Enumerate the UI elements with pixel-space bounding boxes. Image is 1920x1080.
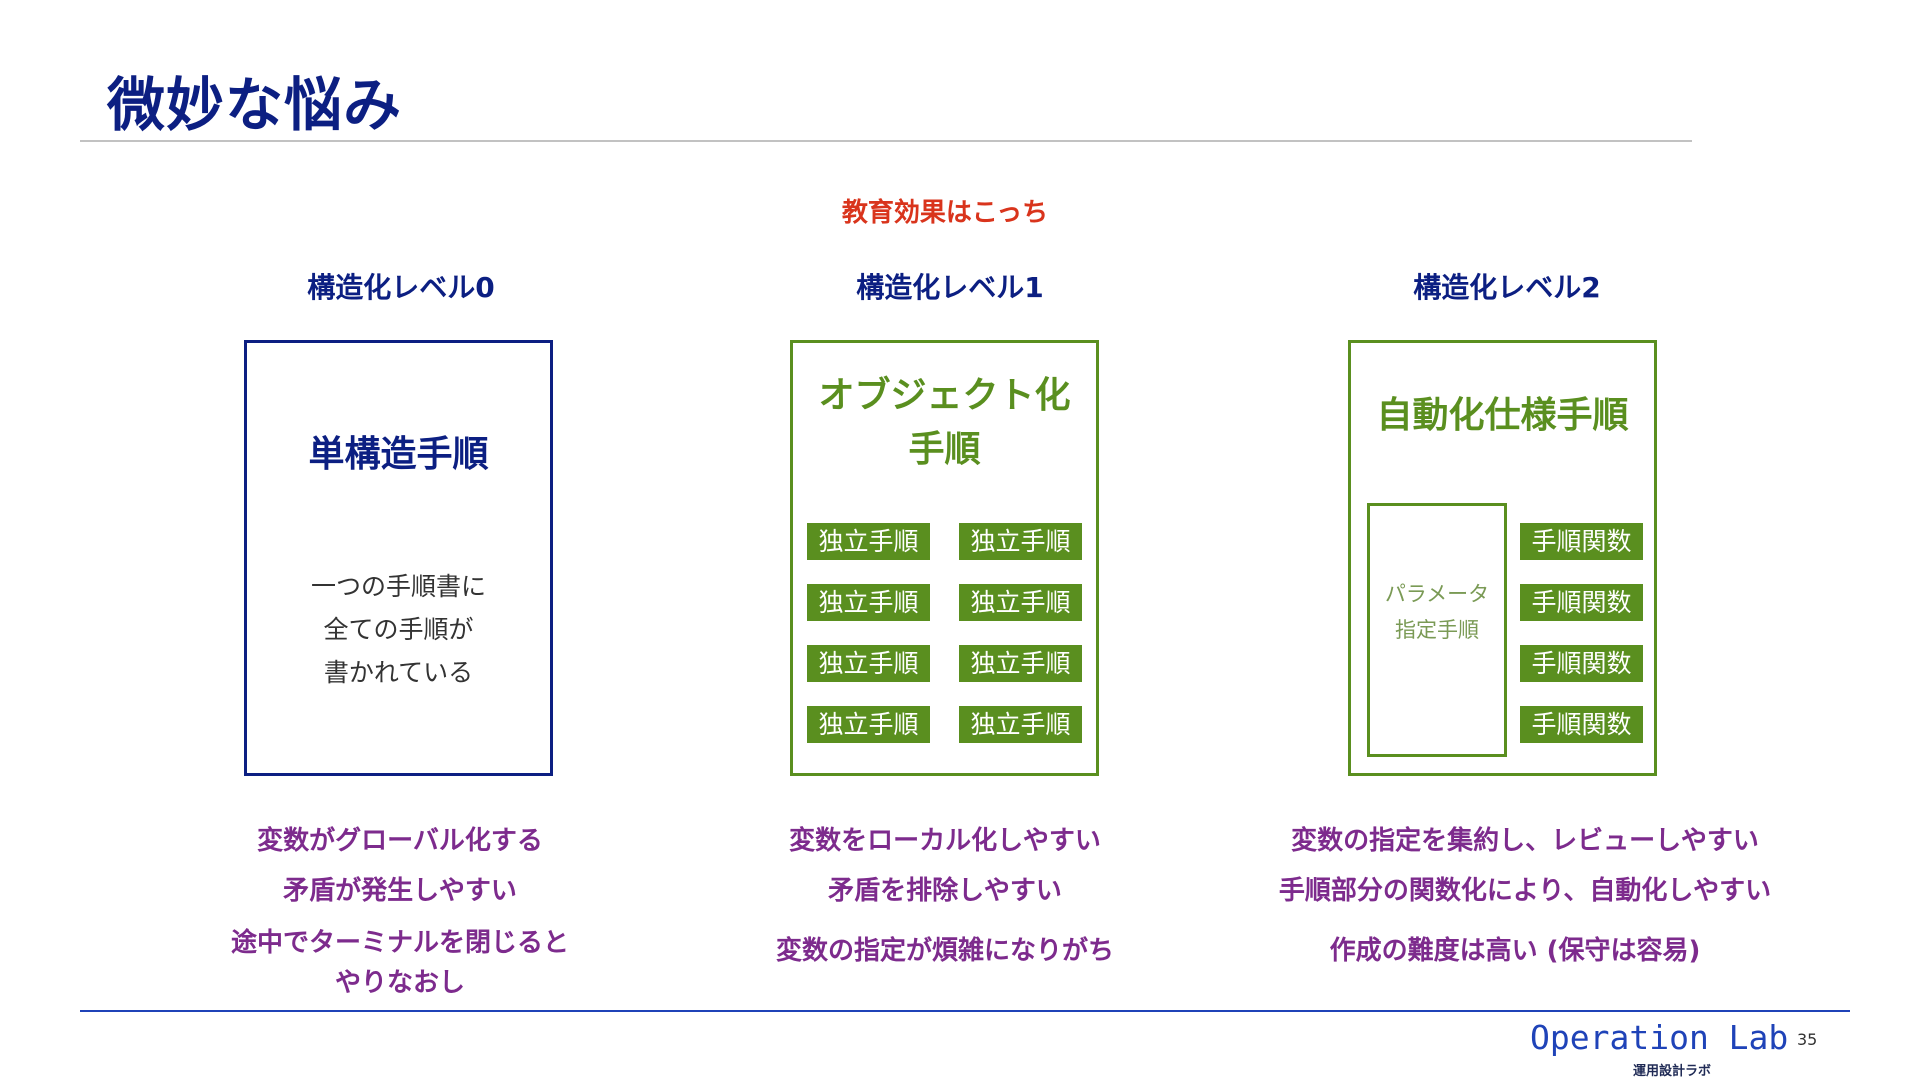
slide-title: 微妙な悩み [107, 71, 403, 139]
level1-box: オブジェクト化 手順 独立手順 独立手順 独立手順 独立手順 独立手順 独立手順… [790, 340, 1099, 776]
title-divider [80, 140, 1692, 142]
footer-divider [80, 1010, 1850, 1012]
level0-box-title: 単構造手順 [308, 434, 489, 475]
independent-procedure-chip: 独立手順 [807, 523, 930, 560]
independent-procedure-chip: 独立手順 [807, 584, 930, 621]
level2-note: 手順部分の関数化により、自動化しやすい [1278, 876, 1772, 906]
independent-procedure-chip: 独立手順 [959, 523, 1082, 560]
independent-procedure-chip: 独立手順 [959, 645, 1082, 682]
description-line: 書かれている [323, 658, 474, 687]
level0-note: 途中でターミナルを閉じると [230, 928, 569, 958]
procedure-function-chip: 手順関数 [1520, 706, 1643, 743]
description-line: 全ての手順が [323, 615, 474, 644]
box-title-line: オブジェクト化 [818, 375, 1071, 416]
procedure-function-chip: 手順関数 [1520, 523, 1643, 560]
level2-box: 自動化仕様手順 パラメータ 指定手順 手順関数 手順関数 手順関数 手順関数 [1348, 340, 1657, 776]
param-line: パラメータ [1384, 582, 1490, 606]
level2-note: 変数の指定を集約し、レビューしやすい [1291, 826, 1759, 856]
level2-box-title: 自動化仕様手順 [1376, 395, 1629, 436]
level0-note: 矛盾が発生しやすい [283, 876, 517, 906]
column-heading-level1: 構造化レベル1 [856, 271, 1044, 304]
education-effect-label: 教育効果はこっち [841, 198, 1049, 228]
parameter-procedure-text: パラメータ 指定手順 [1370, 576, 1504, 648]
independent-procedure-chip: 独立手順 [959, 706, 1082, 743]
parameter-procedure-box: パラメータ 指定手順 [1367, 503, 1507, 757]
level0-box: 単構造手順 一つの手順書に 全ての手順が 書かれている [244, 340, 553, 776]
level1-box-title: オブジェクト化 手順 [793, 369, 1096, 477]
level0-description: 一つの手順書に 全ての手順が 書かれている [247, 565, 550, 694]
independent-procedure-chip: 独立手順 [807, 706, 930, 743]
brand-subtitle: 運用設計ラボ [1632, 1064, 1711, 1079]
level1-note: 変数をローカル化しやすい [789, 826, 1101, 856]
column-heading-level2: 構造化レベル2 [1413, 271, 1601, 304]
box-title-line: 手順 [908, 429, 981, 470]
procedure-function-chip: 手順関数 [1520, 584, 1643, 621]
level0-note: やりなおし [334, 968, 465, 998]
procedure-function-chip: 手順関数 [1520, 645, 1643, 682]
description-line: 一つの手順書に [310, 572, 486, 601]
level1-note: 変数の指定が煩雑になりがち [775, 936, 1114, 966]
param-line: 指定手順 [1395, 618, 1479, 642]
level2-note: 作成の難度は高い (保守は容易) [1329, 936, 1701, 966]
brand-logo-text: Operation Lab [1530, 1018, 1789, 1057]
column-heading-level0: 構造化レベル0 [307, 271, 495, 304]
level1-note: 矛盾を排除しやすい [828, 876, 1062, 906]
independent-procedure-chip: 独立手順 [959, 584, 1082, 621]
page-number: 35 [1797, 1030, 1818, 1049]
independent-procedure-chip: 独立手順 [807, 645, 930, 682]
level0-note: 変数がグローバル化する [257, 826, 543, 856]
